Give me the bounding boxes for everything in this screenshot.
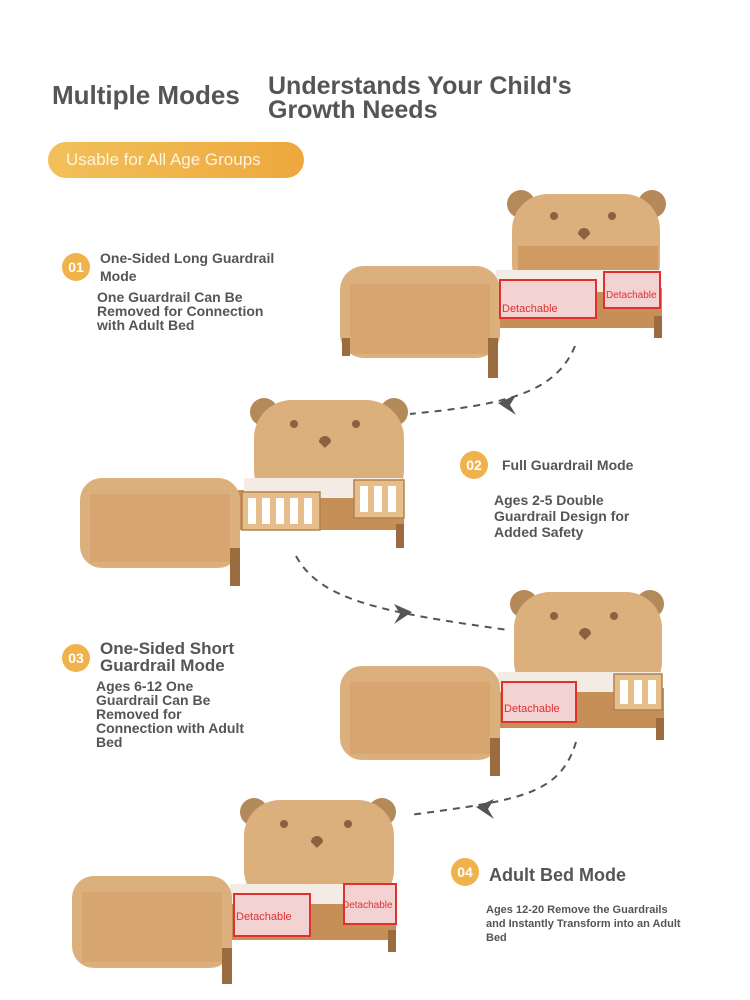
mode-01-badge: 01 xyxy=(62,253,90,281)
mode-01-title: One-Sided Long Guardrail Mode xyxy=(100,250,275,284)
mode-04-badge: 04 xyxy=(451,858,479,886)
section-subtitle: Understands Your Child's Growth Needs xyxy=(268,72,572,124)
section-title: Multiple Modes xyxy=(52,80,240,110)
mode-03-description: Ages 6-12 One Guardrail Can Be Removed f… xyxy=(96,678,245,750)
detachable-label: Detachable xyxy=(504,703,560,715)
bed-mode-01-image: Detachable Detachable xyxy=(340,190,666,378)
mode-02-description: Ages 2-5 Double Guardrail Design for Add… xyxy=(494,492,630,540)
arrow-01-to-02 xyxy=(409,345,576,415)
mode-03-badge: 03 xyxy=(62,644,90,672)
arrow-02-to-03 xyxy=(295,555,509,631)
arrowhead-01 xyxy=(498,395,516,415)
mode-04-description: Ages 12-20 Remove the Guardrails and Ins… xyxy=(486,904,681,944)
mode-03-title: One-Sided Short Guardrail Mode xyxy=(100,639,235,675)
detachable-label: Detachable xyxy=(502,303,558,315)
detachable-label: Detachable xyxy=(342,900,393,911)
bed-mode-04-image: Detachable Detachable xyxy=(72,798,397,984)
bed-mode-03-image: Detachable xyxy=(340,590,664,776)
bed-mode-02-image xyxy=(80,398,408,586)
arrow-03-to-04 xyxy=(409,741,577,816)
mode-01-description: One Guardrail Can Be Removed for Connect… xyxy=(97,289,264,333)
mode-02-badge: 02 xyxy=(460,451,488,479)
mode-02-title: Full Guardrail Mode xyxy=(502,457,634,473)
age-groups-pill: Usable for All Age Groups xyxy=(48,142,304,178)
detachable-label: Detachable xyxy=(606,290,657,301)
detachable-label: Detachable xyxy=(236,911,292,923)
arrowhead-02 xyxy=(394,604,412,624)
arrowhead-03 xyxy=(476,799,494,819)
mode-04-title: Adult Bed Mode xyxy=(489,865,626,885)
